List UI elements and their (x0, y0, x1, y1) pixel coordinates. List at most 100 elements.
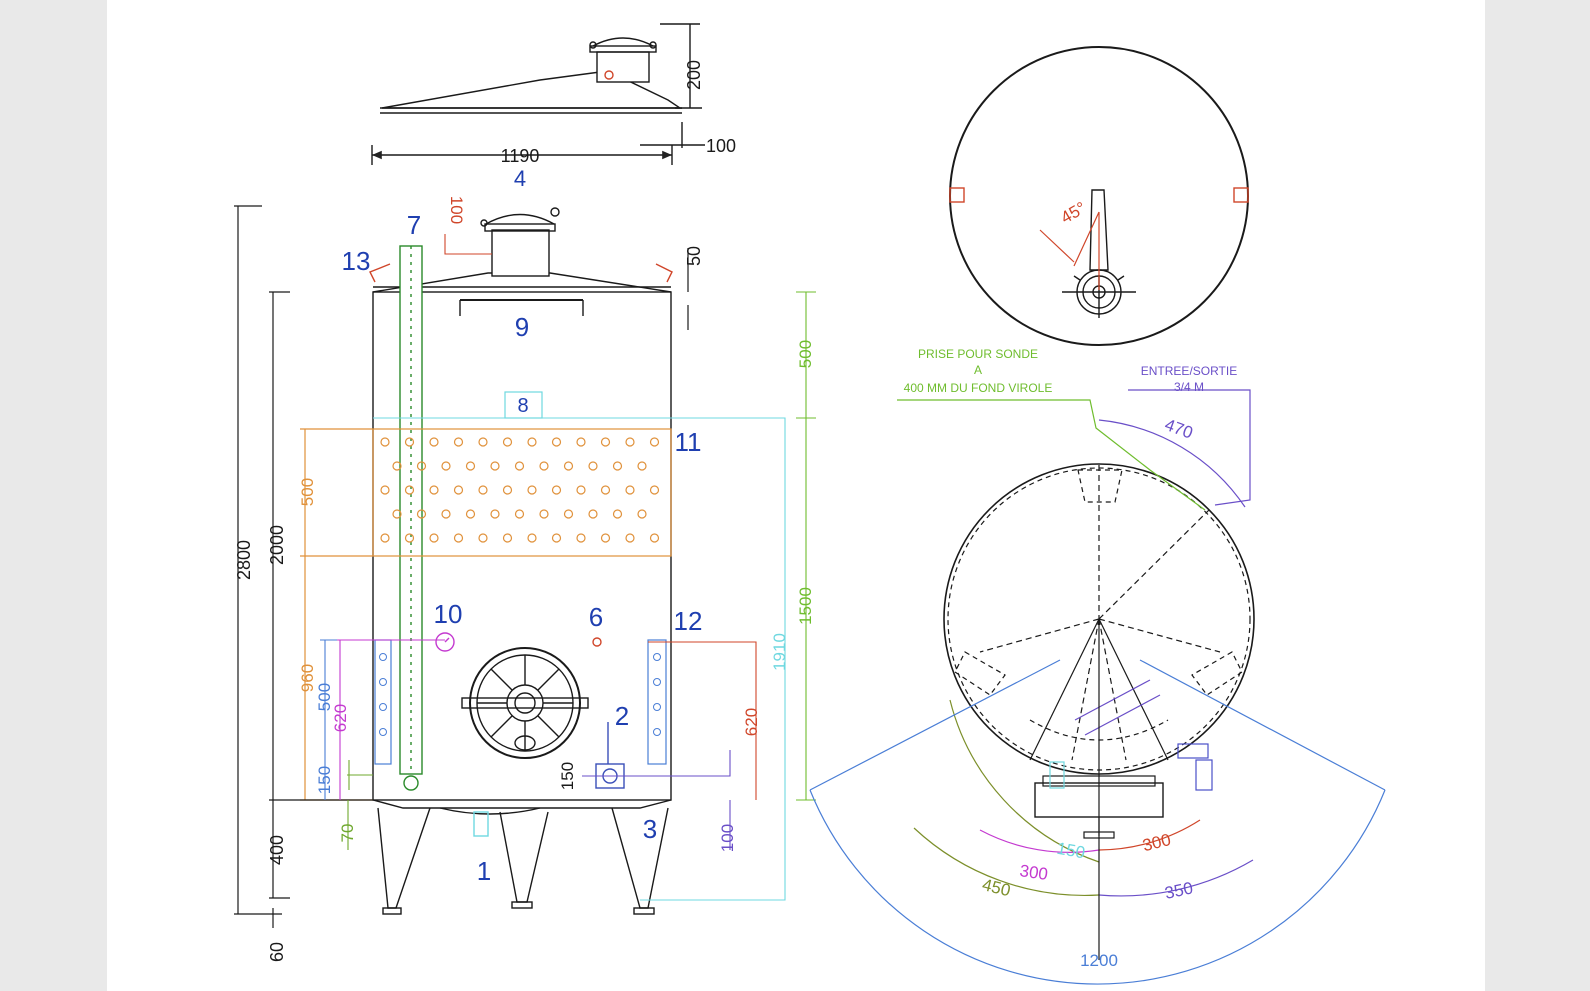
band-dimple (539, 509, 549, 519)
band-dimple (649, 533, 660, 543)
band-dimple (380, 485, 390, 495)
plate-hole (653, 728, 661, 736)
item-3-label: 3 (643, 814, 657, 844)
band-dimple (576, 485, 586, 495)
band-dimple (514, 509, 525, 519)
band-dimple (416, 461, 427, 471)
cover-detail (371, 23, 705, 165)
probe-1910-dim: 1910 (770, 633, 789, 671)
band-dimple (404, 485, 415, 495)
thermometer-10 (435, 632, 455, 652)
band-dimple (453, 437, 464, 447)
band-dimple (625, 485, 635, 495)
band-dimple (600, 485, 611, 495)
band-dimple (527, 533, 537, 543)
band-dimple (551, 533, 562, 543)
dim-300-left: 300 (1018, 861, 1049, 884)
dim-450: 450 (980, 875, 1012, 900)
band-dimple (502, 533, 513, 543)
band-dimple (429, 485, 439, 495)
band-dimple (612, 509, 623, 519)
band-dimple (429, 437, 439, 447)
item-9-label: 9 (515, 312, 529, 342)
band-dimple (539, 461, 549, 471)
manhole-offset-dim: 100 (447, 196, 466, 224)
band-dimple (551, 437, 562, 447)
band-dimple (600, 437, 611, 447)
shell-height-dim: 2000 (267, 525, 287, 565)
inlet-note-line2: 3/4 M (1174, 380, 1204, 394)
plate-hole (379, 703, 387, 711)
angle-dim: 45° (1058, 198, 1090, 227)
item-11-label: 11 (675, 427, 702, 457)
item-1-label: 1 (477, 856, 491, 886)
band-dimple (404, 437, 415, 447)
inlet-note: ENTREE/SORTIE 3/4 M (1141, 364, 1237, 394)
band-dimple (441, 461, 451, 471)
probe-note-line3: 400 MM DU FOND VIROLE (904, 381, 1053, 395)
plate-hole (653, 653, 661, 661)
tank-top-view (949, 46, 1249, 346)
band-dimple (527, 485, 537, 495)
item-6-label: 6 (589, 602, 603, 632)
outlet-100-dim: 100 (718, 824, 737, 852)
band-dimple (588, 461, 598, 471)
band-dimple (392, 461, 402, 471)
tank-plan-view (809, 389, 1386, 985)
band-dimple (551, 485, 562, 495)
cooling-band-dimples (380, 437, 660, 543)
plate-holes (379, 653, 661, 736)
leg-height-dim: 400 (267, 835, 287, 865)
plate-hole (379, 653, 387, 661)
item-12-label: 12 (674, 606, 703, 636)
item-2-label: 2 (615, 701, 629, 731)
plate-hole (653, 678, 661, 686)
door-150-dim: 150 (558, 762, 577, 790)
band-dimple (502, 485, 513, 495)
band-dimple (527, 437, 537, 447)
band-dimple (380, 533, 390, 543)
band-dimple (576, 533, 586, 543)
band-dimple (416, 509, 427, 519)
band-dimple (465, 461, 476, 471)
band-dimple (649, 437, 660, 447)
dim-150: 150 (1055, 839, 1086, 863)
dim-1200: 1200 (1080, 951, 1118, 970)
probe-note-line1: PRISE POUR SONDE (918, 347, 1038, 361)
item-13-label: 13 (342, 246, 371, 276)
cover-offset-dim: 100 (706, 136, 736, 156)
band-dimple (490, 461, 500, 471)
plate-hole (379, 728, 387, 736)
plate-hole (379, 678, 387, 686)
band-dimple (453, 533, 464, 543)
band-dimple (478, 533, 488, 543)
item-7-label: 7 (407, 210, 421, 240)
band-dimple (514, 461, 525, 471)
band-dimple (576, 437, 586, 447)
item-8-label: 8 (517, 395, 528, 417)
band-dimple (637, 509, 647, 519)
item-10-label: 10 (434, 599, 463, 629)
item-4-label: 4 (514, 166, 526, 191)
colored-dim-lines (320, 234, 816, 901)
band-dimple (392, 509, 402, 519)
valve-620-right-dim: 620 (742, 708, 761, 736)
band-height-dim: 500 (298, 478, 317, 506)
dim-470: 470 (1162, 415, 1195, 443)
side-dims (234, 205, 689, 928)
dim-350: 350 (1163, 878, 1195, 902)
cooling-band (300, 428, 672, 801)
cover-height-dim: 200 (684, 60, 704, 90)
drawing-sheet (107, 0, 1485, 991)
band-dimple (612, 461, 623, 471)
band-dimple (649, 485, 660, 495)
band-dimple (600, 533, 611, 543)
band-dimple (637, 461, 647, 471)
band-dimple (380, 437, 390, 447)
band-dimple (625, 437, 635, 447)
cover-width-dim: 1190 (501, 146, 540, 166)
band-dimple (453, 485, 464, 495)
band-dimple (625, 533, 635, 543)
